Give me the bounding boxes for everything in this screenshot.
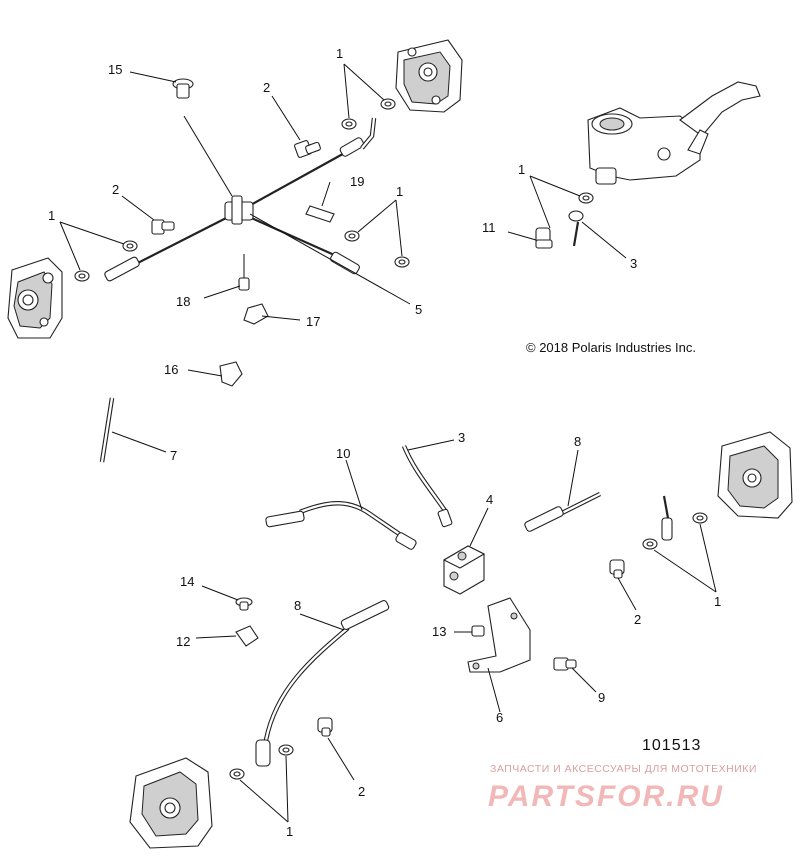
callout-3: 3 — [630, 256, 637, 271]
callout-8: 8 — [574, 434, 581, 449]
callout-1: 1 — [286, 824, 293, 839]
caliper-front-left — [7, 257, 63, 339]
callout-2: 2 — [634, 612, 641, 627]
watermark-brand: PARTSFOR.RU — [488, 780, 724, 813]
mounting-bracket — [467, 597, 531, 673]
lower-hoses — [255, 445, 673, 767]
callout-5: 5 — [415, 302, 422, 317]
callout-11: 11 — [482, 220, 496, 235]
upper-small-parts — [74, 78, 594, 463]
callout-13: 13 — [432, 624, 446, 639]
callout-1: 1 — [714, 594, 721, 609]
callout-2: 2 — [358, 784, 365, 799]
callout-9: 9 — [598, 690, 605, 705]
callout-12: 12 — [176, 634, 190, 649]
callout-3: 3 — [458, 430, 465, 445]
callout-6: 6 — [496, 710, 503, 725]
callout-14: 14 — [180, 574, 194, 589]
caliper-front-right — [395, 39, 463, 113]
callout-4: 4 — [486, 492, 493, 507]
callout-1: 1 — [48, 208, 55, 223]
callout-17: 17 — [306, 314, 320, 329]
callout-1: 1 — [336, 46, 343, 61]
caliper-rear-right — [717, 431, 793, 519]
watermark: ЗАПЧАСТИ И АКСЕССУАРЫ ДЛЯ МОТОТЕХНИКИ PA… — [488, 763, 757, 813]
upper-hoses — [104, 117, 377, 282]
master-cylinder-lever — [587, 81, 761, 185]
callout-8: 8 — [294, 598, 301, 613]
callout-16: 16 — [164, 362, 178, 377]
callout-labels: 15 2 1 2 19 1 1 18 17 5 1 11 3 © 2018 Po… — [48, 46, 721, 839]
watermark-tagline: ЗАПЧАСТИ И АКСЕССУАРЫ ДЛЯ МОТОТЕХНИКИ — [490, 763, 757, 775]
junction-block — [442, 545, 486, 595]
caliper-rear-left — [129, 757, 213, 849]
callout-2: 2 — [112, 182, 119, 197]
diagram-part-number: 101513 — [642, 737, 701, 754]
callout-2: 2 — [263, 80, 270, 95]
callout-10: 10 — [336, 446, 350, 461]
lower-small-parts — [229, 512, 708, 780]
callout-7: 7 — [170, 448, 177, 463]
callout-1: 1 — [396, 184, 403, 199]
callout-1: 1 — [518, 162, 525, 177]
callout-18: 18 — [176, 294, 190, 309]
callout-19: 19 — [350, 174, 364, 189]
copyright-text: © 2018 Polaris Industries Inc. — [526, 340, 696, 355]
leader-lines — [59, 63, 717, 823]
callout-15: 15 — [108, 62, 122, 77]
